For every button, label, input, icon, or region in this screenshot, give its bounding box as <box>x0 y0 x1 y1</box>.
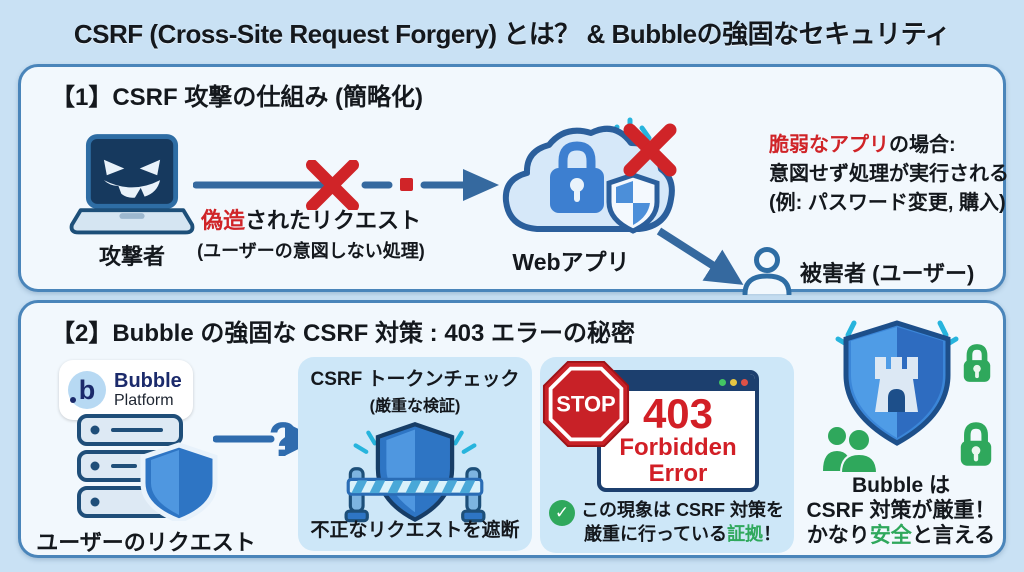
question-mark: ? <box>268 414 297 467</box>
rejected-x-icon <box>623 123 677 177</box>
mini-shield-icon <box>606 172 660 234</box>
browser-titlebar <box>601 374 755 391</box>
victim-user-icon <box>742 247 792 295</box>
lock-icon <box>550 141 604 213</box>
token-check-title: CSRF トークンチェック <box>310 369 520 390</box>
window-dot-yellow <box>730 379 737 386</box>
attacker-label: 攻撃者 <box>98 244 165 269</box>
error-error: Error <box>648 459 708 487</box>
server-shield-icon <box>77 414 218 521</box>
check-icon: ✓ <box>549 500 575 526</box>
forged-word: 偽造 <box>200 208 245 233</box>
sparkle-icon <box>353 430 477 454</box>
error-code: 403 <box>642 390 714 437</box>
bubble-logo-icon: b <box>68 371 106 409</box>
token-check-box: CSRF トークンチェック (厳重な検証) <box>298 357 532 551</box>
block-request-caption: 不正なリクエストを遮断 <box>310 520 520 541</box>
error-forbidden: Forbidden <box>619 434 737 461</box>
sparkle-icon <box>835 320 959 348</box>
conclusion-text: Bubble は CSRF 対策が厳重！ かなり安全と言える <box>806 474 996 548</box>
attacker-laptop-icon <box>69 134 195 235</box>
shield-icon <box>140 442 218 521</box>
green-lock-icon <box>963 344 991 382</box>
window-dot-red <box>741 379 748 386</box>
stop-sign-icon: STOP <box>542 360 630 448</box>
conclusion-section: Bubble は CSRF 対策が厳重！ かなり安全と言える <box>800 315 1010 555</box>
blocked-x-icon <box>306 160 359 210</box>
panel-bubble-defense: 【2】Bubble の強固な CSRF 対策 : 403 エラーの秘密 b Bu… <box>18 300 1006 558</box>
vulnerable-app-text: 脆弱なアプリの場合: 意図せず処理が実行される (例: パスワード変更, 購入) <box>769 134 1009 214</box>
castle-icon <box>875 357 918 412</box>
token-check-sub: (厳重な検証) <box>369 398 461 415</box>
green-users-icon <box>823 427 879 473</box>
bubble-name: Bubble <box>114 369 182 392</box>
question-arrow: ? <box>213 414 319 467</box>
error-403-box: 403 Forbidden Error STOP ✓ この現象は CSRF 対策… <box>540 357 794 553</box>
webapp-label: Webアプリ <box>512 249 630 275</box>
window-dot-green <box>719 379 726 386</box>
panel2-heading: 【2】Bubble の強固な CSRF 対策 : 403 エラーの秘密 <box>51 320 636 347</box>
to-victim-arrow <box>656 227 744 285</box>
stop-label: STOP <box>556 392 616 417</box>
green-lock-icon <box>960 422 992 466</box>
victim-label: 被害者 (ユーザー) <box>800 261 975 286</box>
bubble-platform-label: Platform <box>114 391 174 409</box>
evidence-note: ✓ この現象は CSRF 対策を 厳重に行っている証拠！ <box>549 498 789 547</box>
barrier-shield-icon <box>344 421 486 523</box>
castle-shield-icon <box>835 320 959 446</box>
page-title: CSRF (Cross-Site Request Forgery) とは？ & … <box>73 19 951 49</box>
panel1-heading: 【1】CSRF 攻撃の仕組み (簡略化) <box>51 84 423 111</box>
forged-request-arrow <box>193 160 499 210</box>
forged-request-text: 偽造されたリクエスト (ユーザーの意図しない処理) <box>197 208 425 261</box>
webapp-cloud-icon <box>502 117 675 234</box>
panel-csrf-attack: 【1】CSRF 攻撃の仕組み (簡略化) 攻撃者 偽造されたリクエスト ( <box>18 64 1009 295</box>
bubble-logo-dot <box>70 397 76 403</box>
user-request-label: ユーザーのリクエスト <box>36 530 256 555</box>
bubble-platform-badge: b Bubble Platform <box>59 360 193 420</box>
